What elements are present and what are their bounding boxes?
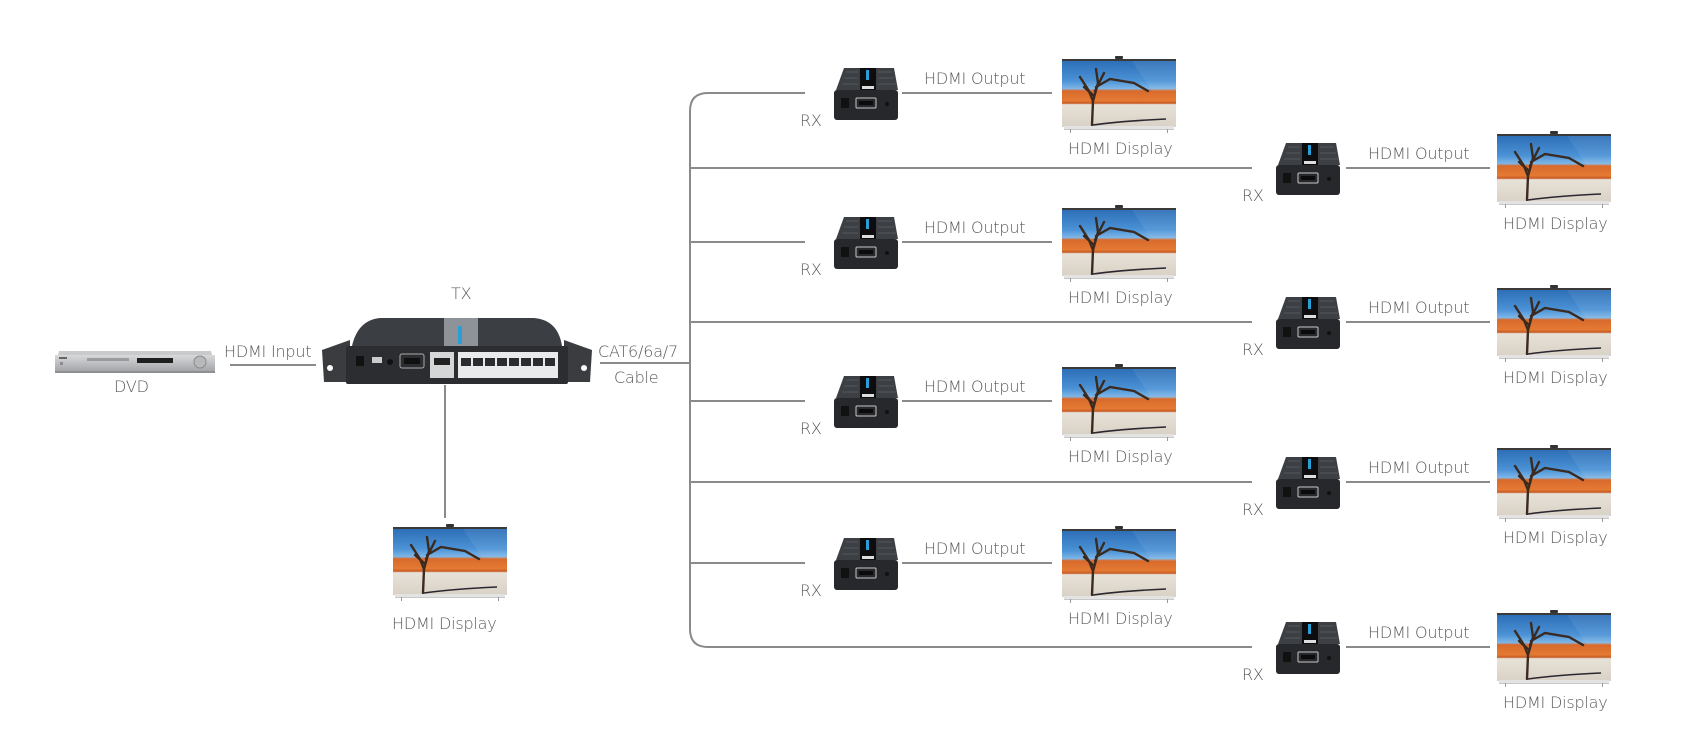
trunk-cable-line bbox=[689, 92, 1252, 648]
tv-icon bbox=[1497, 610, 1611, 687]
tv-icon bbox=[1497, 131, 1611, 208]
hdmi-output-label: HDMI Output bbox=[924, 218, 1026, 237]
receiver-icon bbox=[1274, 295, 1340, 353]
rx-label: RX bbox=[1242, 340, 1264, 359]
cable-type-label: CAT6/6a/7 bbox=[598, 342, 678, 361]
hdmi-output-line bbox=[1346, 167, 1490, 169]
rx-label: RX bbox=[1242, 186, 1264, 205]
hdmi-output-line bbox=[1346, 646, 1490, 648]
receiver-icon bbox=[832, 66, 898, 124]
tv-icon bbox=[1497, 285, 1611, 362]
tv-icon bbox=[1497, 445, 1611, 522]
hdmi-output-label: HDMI Output bbox=[1368, 298, 1470, 317]
dvd-label: DVD bbox=[114, 377, 149, 396]
tv-icon bbox=[1062, 364, 1176, 441]
rx-label: RX bbox=[1242, 665, 1264, 684]
hdmi-output-label: HDMI Output bbox=[924, 377, 1026, 396]
hdmi-output-label: HDMI Output bbox=[1368, 623, 1470, 642]
rx-label: RX bbox=[800, 419, 822, 438]
hdmi-output-label: HDMI Output bbox=[1368, 458, 1470, 477]
receiver-icon bbox=[1274, 620, 1340, 678]
hdmi-output-label: HDMI Output bbox=[924, 69, 1026, 88]
hdmi-display-label: HDMI Display bbox=[1503, 528, 1608, 547]
rx-label: RX bbox=[800, 111, 822, 130]
rx-label: RX bbox=[800, 260, 822, 279]
hdmi-output-line bbox=[1346, 481, 1490, 483]
hdmi-output-label: HDMI Output bbox=[1368, 144, 1470, 163]
tx-label: TX bbox=[451, 284, 472, 303]
hdmi-output-line bbox=[902, 92, 1052, 94]
hdmi-display-label: HDMI Display bbox=[1068, 447, 1173, 466]
hdmi-display-label: HDMI Display bbox=[1068, 288, 1173, 307]
receiver-icon bbox=[832, 374, 898, 432]
hdmi-input-label: HDMI Input bbox=[224, 342, 312, 361]
receiver-icon bbox=[1274, 455, 1340, 513]
rx-label: RX bbox=[800, 581, 822, 600]
tv-icon bbox=[1062, 526, 1176, 603]
hdmi-output-line bbox=[902, 562, 1052, 564]
dvd-player-icon bbox=[55, 345, 215, 377]
transmitter-icon bbox=[322, 312, 592, 392]
tv-icon bbox=[1062, 56, 1176, 133]
hdmi-display-label: HDMI Display bbox=[1068, 609, 1173, 628]
receiver-icon bbox=[832, 536, 898, 594]
hdmi-display-label: HDMI Display bbox=[1503, 368, 1608, 387]
hdmi-display-label: HDMI Display bbox=[1068, 139, 1173, 158]
tv-icon bbox=[1062, 205, 1176, 282]
hdmi-output-line bbox=[1346, 321, 1490, 323]
cable-label: Cable bbox=[614, 368, 659, 387]
tv-icon bbox=[393, 524, 507, 601]
rx-label: RX bbox=[1242, 500, 1264, 519]
hdmi-display-label: HDMI Display bbox=[1503, 214, 1608, 233]
hdmi-output-line bbox=[902, 241, 1052, 243]
receiver-icon bbox=[832, 215, 898, 273]
local-display-label: HDMI Display bbox=[392, 614, 497, 633]
hdmi-output-label: HDMI Output bbox=[924, 539, 1026, 558]
hdmi-output-line bbox=[902, 400, 1052, 402]
receiver-icon bbox=[1274, 141, 1340, 199]
hdmi-display-label: HDMI Display bbox=[1503, 693, 1608, 712]
